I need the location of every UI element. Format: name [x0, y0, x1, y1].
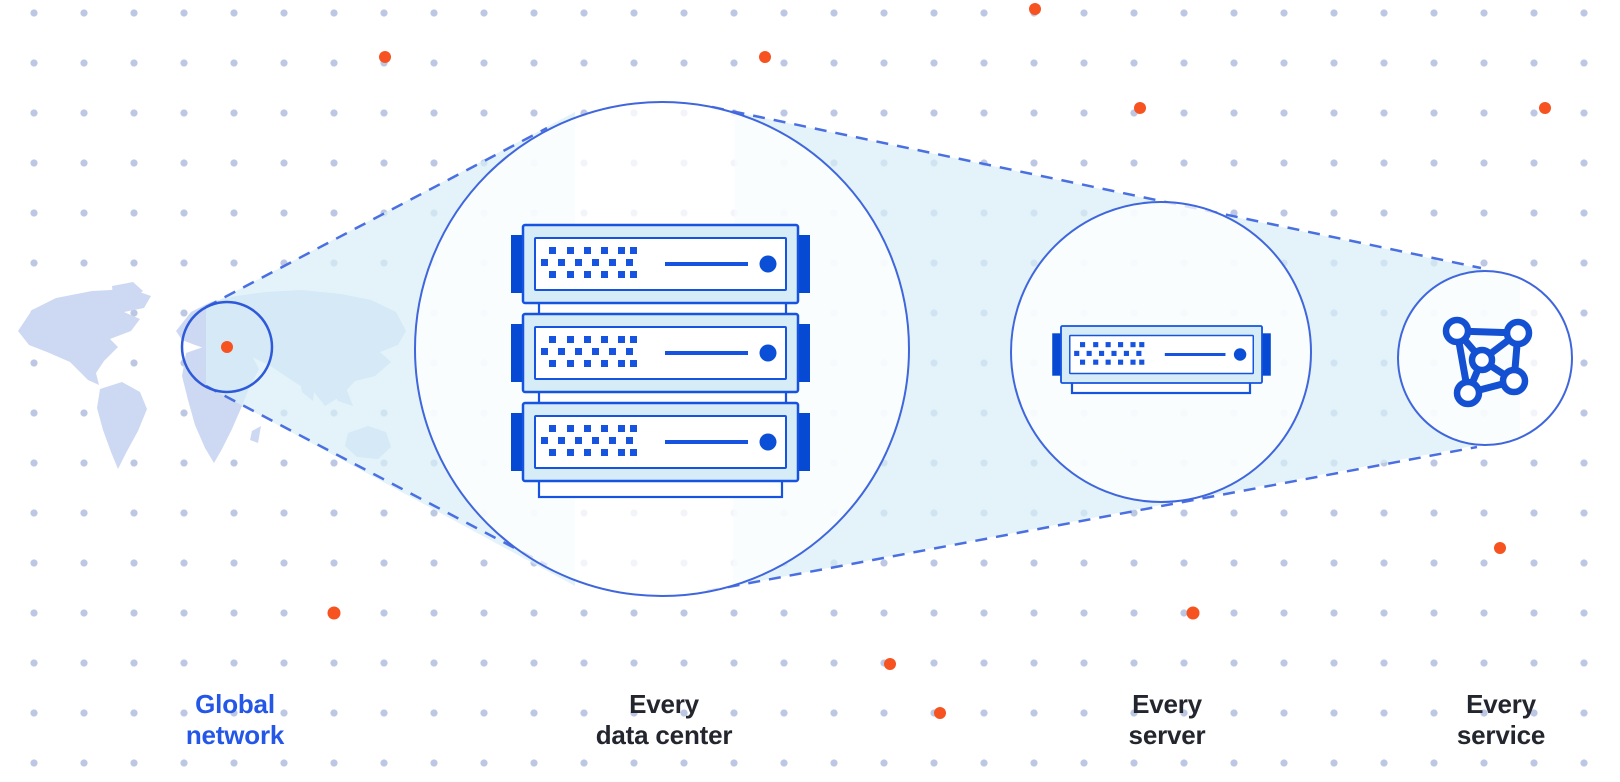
mesh-node: [1453, 378, 1483, 408]
label-line: data center: [595, 720, 733, 750]
server-rack-icon: [509, 223, 812, 499]
dashed-tangent-bottom-right: [706, 445, 1478, 593]
label-line: Every: [1132, 689, 1202, 719]
label-line: service: [1456, 720, 1546, 750]
server-unit-3: [509, 401, 812, 483]
label-line: network: [185, 720, 285, 750]
label-line: Every: [629, 689, 699, 719]
mesh-node: [1503, 318, 1533, 348]
accent-dot: [934, 707, 946, 719]
label-every-data-center: Every data center: [596, 689, 733, 751]
accent-dot: [1134, 102, 1146, 114]
accent-dot: [1539, 102, 1551, 114]
map-greenland: [112, 282, 143, 301]
accent-dot: [1494, 542, 1506, 554]
server-unit-2: [509, 312, 812, 394]
label-every-server: Every server: [1129, 689, 1206, 751]
location-marker-dot: [221, 341, 233, 353]
mesh-node: [1442, 316, 1472, 346]
label-line: Global: [195, 689, 275, 719]
map-south-america: [97, 382, 147, 469]
map-north-america: [18, 289, 151, 385]
map-highlight-circle: [180, 300, 274, 394]
dashed-tangent-top-left: [205, 126, 548, 309]
mesh-network-icon: [1442, 316, 1533, 408]
single-server-icon: [1050, 324, 1273, 395]
dashed-tangent-top-right: [711, 105, 1482, 270]
label-global-network: Global network: [186, 689, 284, 751]
label-line: server: [1128, 720, 1206, 750]
label-line: Every: [1466, 689, 1536, 719]
accent-dot: [759, 51, 771, 63]
accent-dot: [884, 658, 896, 670]
accent-dot: [1186, 606, 1200, 620]
accent-dot: [379, 51, 391, 63]
map-madagascar: [250, 426, 261, 443]
server-unit-1: [509, 223, 812, 305]
label-every-service: Every service: [1457, 689, 1545, 751]
accent-dot: [1029, 3, 1041, 15]
mesh-node: [1499, 366, 1529, 396]
accent-dot: [327, 606, 341, 620]
server-unit-single: [1050, 324, 1273, 385]
mesh-node-center: [1468, 346, 1496, 374]
dashed-tangent-bottom-left: [205, 384, 548, 567]
accent-dots: [327, 3, 1551, 719]
